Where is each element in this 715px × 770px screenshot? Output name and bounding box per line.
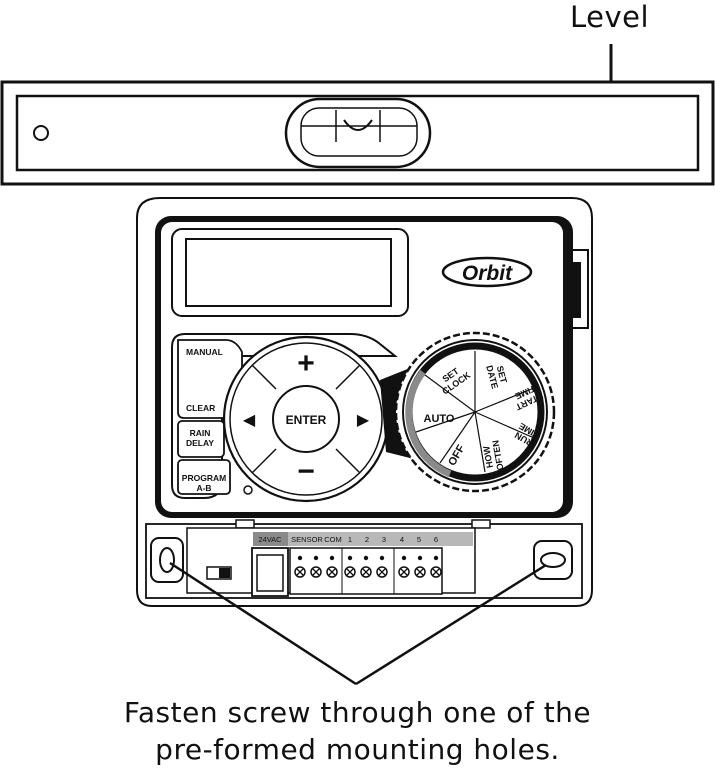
screw-slot-icon — [432, 568, 440, 576]
terminal-hole — [313, 555, 319, 561]
housing-latch-shadow — [572, 262, 581, 318]
clear-label: CLEAR — [186, 403, 215, 413]
terminal-sensor: SENSOR — [291, 535, 323, 544]
screw-slot-icon — [362, 568, 370, 576]
level-vial — [300, 107, 418, 157]
instruction-caption: Fasten screw through one of the pre-form… — [0, 694, 715, 768]
terminal-hole — [347, 555, 353, 561]
terminal-zone-5: 5 — [417, 535, 421, 544]
sensor-switch-knob — [219, 568, 230, 578]
program-ab-button[interactable] — [177, 459, 231, 495]
terminal-hole — [329, 555, 335, 561]
leader-line-right — [355, 563, 547, 686]
terminal-hole — [401, 555, 407, 561]
mode-dial[interactable]: SET CLOCK SET DATE START TIME RUN TIME H… — [394, 331, 556, 493]
enter-label: ENTER — [286, 413, 327, 427]
level-tool — [0, 44, 715, 186]
plus-icon: + — [297, 347, 315, 380]
status-led — [243, 485, 253, 495]
screw-slot-icon — [312, 568, 320, 576]
left-arrow-icon[interactable]: ◀ — [243, 412, 256, 429]
terminal-hole — [417, 555, 423, 561]
caption-line-2: pre-formed mounting holes. — [155, 733, 560, 766]
navigation-pad: + − ◀ ▶ ENTER — [222, 335, 390, 503]
caption-line-1: Fasten screw through one of the — [123, 696, 592, 729]
brand-logo-text: Orbit — [462, 262, 513, 285]
minus-icon: − — [297, 455, 315, 488]
screw-slot-icon — [400, 568, 408, 576]
rain-delay-label-1: RAIN — [190, 428, 211, 438]
terminal-zone-1: 1 — [348, 535, 352, 544]
terminal-zone-6: 6 — [434, 535, 438, 544]
rain-delay-button[interactable] — [177, 420, 225, 458]
level-callout-label: Level — [570, 0, 650, 34]
terminal-screws — [294, 555, 442, 578]
screw-slot-icon — [378, 568, 386, 576]
terminal-hole — [433, 555, 439, 561]
orbit-logo: Orbit — [441, 256, 533, 288]
terminal-zone-4: 4 — [400, 535, 404, 544]
manual-label: MANUAL — [186, 347, 223, 357]
screw-slot-icon — [416, 568, 424, 576]
dial-how-often-1: HOW — [481, 445, 495, 469]
controller-unit: Orbit MANUAL CLEAR RAIN DELAY PROGRAM A-… — [136, 197, 593, 607]
program-label-1: PROGRAM — [182, 473, 226, 483]
level-hang-hole — [33, 125, 49, 141]
right-mounting-slot — [540, 552, 566, 568]
dial-auto: AUTO — [424, 413, 455, 425]
terminal-hole — [363, 555, 369, 561]
enter-button[interactable] — [272, 385, 340, 453]
right-arrow-icon[interactable]: ▶ — [357, 412, 370, 429]
wiring-compartment: 24VAC SENSOR COM 1 2 3 4 5 6 — [145, 519, 583, 599]
screw-slot-icon — [296, 568, 304, 576]
dial-set-date-1: SET — [495, 365, 509, 385]
terminal-label-strip — [253, 532, 473, 546]
screw-slot-icon — [346, 568, 354, 576]
power-plug-socket — [256, 554, 284, 592]
screw-slot-icon — [328, 568, 336, 576]
terminal-24vac: 24VAC — [258, 535, 282, 544]
caption-leader-lines — [169, 561, 547, 686]
terminal-com: COM — [324, 535, 342, 544]
vac-label-bg — [253, 532, 288, 546]
lcd-screen — [185, 238, 392, 307]
terminal-zone-3: 3 — [382, 535, 386, 544]
level-bubble — [343, 119, 373, 131]
rain-delay-label-2: DELAY — [186, 438, 214, 448]
program-label-2: A-B — [196, 483, 211, 493]
terminal-zone-2: 2 — [365, 535, 369, 544]
terminal-hole — [379, 555, 385, 561]
leader-line-left — [169, 561, 357, 686]
terminal-hole — [297, 555, 303, 561]
left-mounting-slot — [159, 547, 175, 573]
